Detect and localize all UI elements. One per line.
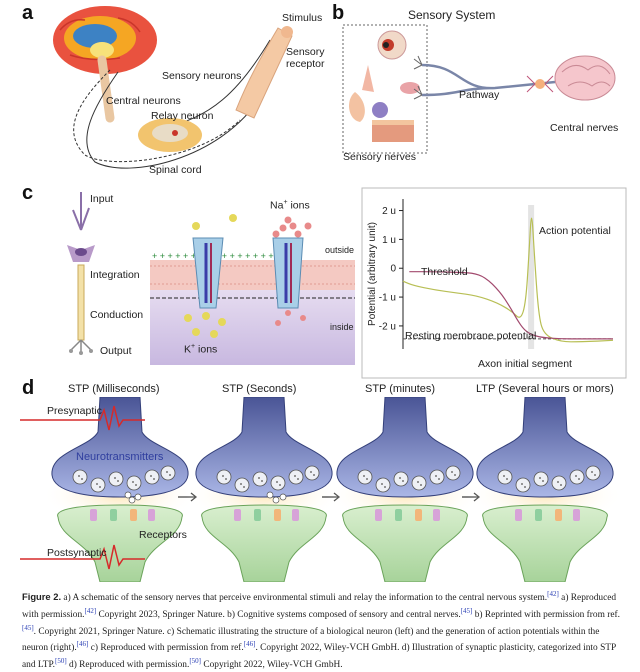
label-sensory-receptor-1: Sensory — [286, 46, 325, 58]
synapse-stage-4 — [466, 397, 624, 582]
synapse-stage-1 — [20, 397, 199, 582]
brainstem — [97, 55, 115, 123]
sensory-system-title: Sensory System — [408, 8, 496, 22]
y-tick-label: 2 u — [382, 206, 396, 217]
y-ticks: 2 u 1 u 0 -1 u -2 u — [379, 206, 403, 332]
axon-terminal — [70, 339, 92, 352]
stage-label-2: STP (Seconds) — [222, 383, 297, 395]
postsynaptic-spike — [20, 544, 145, 570]
caption-ref: [50] — [189, 656, 201, 665]
stage-label-3: STP (minutes) — [365, 383, 436, 395]
caption-ref: [42] — [547, 590, 559, 598]
svg-text:+ + + + + + + + + + + + + + +: + + + + + + + + + + + + + + + + + + + — [152, 251, 297, 261]
y-tick-label: -1 u — [379, 293, 396, 304]
threshold-annotation: Threshold — [421, 266, 468, 278]
label-pathway: Pathway — [459, 89, 500, 101]
cytoplasm — [150, 290, 355, 365]
central-brain-icon — [554, 55, 616, 101]
label-presynaptic: Presynaptic — [47, 405, 102, 417]
caption-text: a) Reproduced with permission. — [22, 593, 617, 620]
y-axis-label: Potential (arbitrary unit) — [367, 222, 378, 326]
tongue-icon — [400, 82, 420, 94]
panel-letter-d: d — [22, 377, 35, 399]
series-line-0 — [402, 217, 614, 343]
stage-label-1: STP (Milliseconds) — [68, 383, 160, 395]
label-sensory-neurons: Sensory neurons — [162, 70, 242, 82]
label-stimulus: Stimulus — [282, 12, 323, 24]
label-central-nerves: Central nerves — [550, 122, 619, 134]
caption-ref: [46] — [76, 640, 89, 649]
k-ions — [184, 214, 237, 338]
sensory-system-illustration — [342, 24, 616, 154]
label-receptors: Receptors — [139, 529, 187, 541]
nose-icon — [362, 65, 374, 92]
label-neurotransmitters: Neurotransmitters — [76, 451, 164, 463]
action-potential-annotation: Action potential — [539, 225, 611, 237]
caption-text: d) Reproduced with permission. — [66, 660, 190, 670]
caption-text: a) A schematic of the sensory nerves tha… — [61, 593, 548, 604]
label-sensory-receptor-2: receptor — [286, 58, 325, 70]
label-input: Input — [90, 193, 114, 205]
label-k-ions: K+ ions — [184, 343, 218, 356]
k-channel — [192, 237, 224, 309]
relay-neuron-dot — [172, 130, 178, 136]
skin-icon — [372, 120, 414, 142]
lipid-bilayer — [150, 260, 355, 290]
thalamus — [90, 42, 114, 58]
label-inside: inside — [330, 322, 354, 332]
resting-annotation: Resting membrane potential — [405, 330, 536, 342]
label-conduction: Conduction — [90, 309, 144, 321]
caption-ref: [45] — [460, 606, 473, 615]
caption-ref: [42] — [84, 606, 97, 615]
label-outside: outside — [325, 245, 355, 255]
label-sensory-nerves: Sensory nerves — [343, 151, 416, 163]
synapse-stage-3 — [326, 397, 484, 582]
action-potential-chart: 2 u 1 u 0 -1 u -2 u Potential (arbitrary uni… — [361, 187, 627, 379]
label-postsynaptic: Postsynaptic — [47, 547, 107, 559]
caption-ref: [50] — [55, 656, 67, 665]
label-output: Output — [100, 345, 132, 357]
label-central-neurons: Central neurons — [106, 95, 181, 107]
caption-text: . Copyright 2021, Springer Nature. c) Sc… — [22, 626, 600, 654]
caption-ref: [45] — [22, 623, 34, 632]
na-channel — [272, 237, 304, 309]
panel-letter-a: a — [22, 2, 34, 24]
chart-frame — [361, 187, 627, 379]
series-line-1 — [409, 271, 613, 340]
caption-text: b) Reprinted with permission from ref. — [472, 609, 620, 620]
synapse-illustration — [20, 397, 624, 582]
arm — [235, 27, 293, 119]
axon-initial-segment-band — [528, 205, 535, 349]
y-tick-label: 0 — [390, 264, 396, 275]
y-tick-label: 1 u — [382, 235, 396, 246]
caption-ref: [46] — [243, 640, 256, 649]
caption-body: a) A schematic of the sensory nerves tha… — [22, 590, 620, 670]
presynaptic-spike — [20, 405, 145, 431]
label-relay-neuron: Relay neuron — [151, 110, 214, 122]
y-tick-label: -2 u — [379, 321, 396, 332]
brain-ventricle — [73, 24, 117, 48]
ear-icon — [348, 92, 365, 122]
panel-letter-b: b — [332, 2, 345, 24]
axon — [77, 264, 85, 341]
synapse-stage-2 — [185, 397, 343, 582]
pathway-nerve — [421, 63, 556, 97]
caption-text: Copyright 2022, Wiley-VCH GmbH. — [200, 660, 343, 670]
neuron-illustration — [67, 192, 95, 355]
nervous-system-illustration — [53, 6, 293, 169]
figure-caption: Figure 2. a) A schematic of the sensory … — [22, 588, 626, 672]
label-na-ions: Na+ ions — [270, 199, 310, 212]
label-integration: Integration — [90, 269, 140, 281]
label-spinal-cord: Spinal cord — [149, 164, 202, 176]
caption-figure-label: Figure 2. — [22, 591, 62, 603]
sensory-organs-box — [342, 24, 428, 154]
panel-letter-c: c — [22, 182, 34, 204]
ion-channel-membrane: + + + + + + + + + + + + + + + + + + + — [150, 214, 355, 365]
ais-annotation: Axon initial segment — [478, 358, 572, 370]
caption-text: c) Reproduced with permission from ref. — [88, 643, 244, 654]
caption-text: Copyright 2023, Springer Nature. b) Cogn… — [96, 609, 461, 620]
stage-label-4: LTP (Several hours or mors) — [476, 383, 614, 395]
na-ions — [272, 216, 312, 326]
